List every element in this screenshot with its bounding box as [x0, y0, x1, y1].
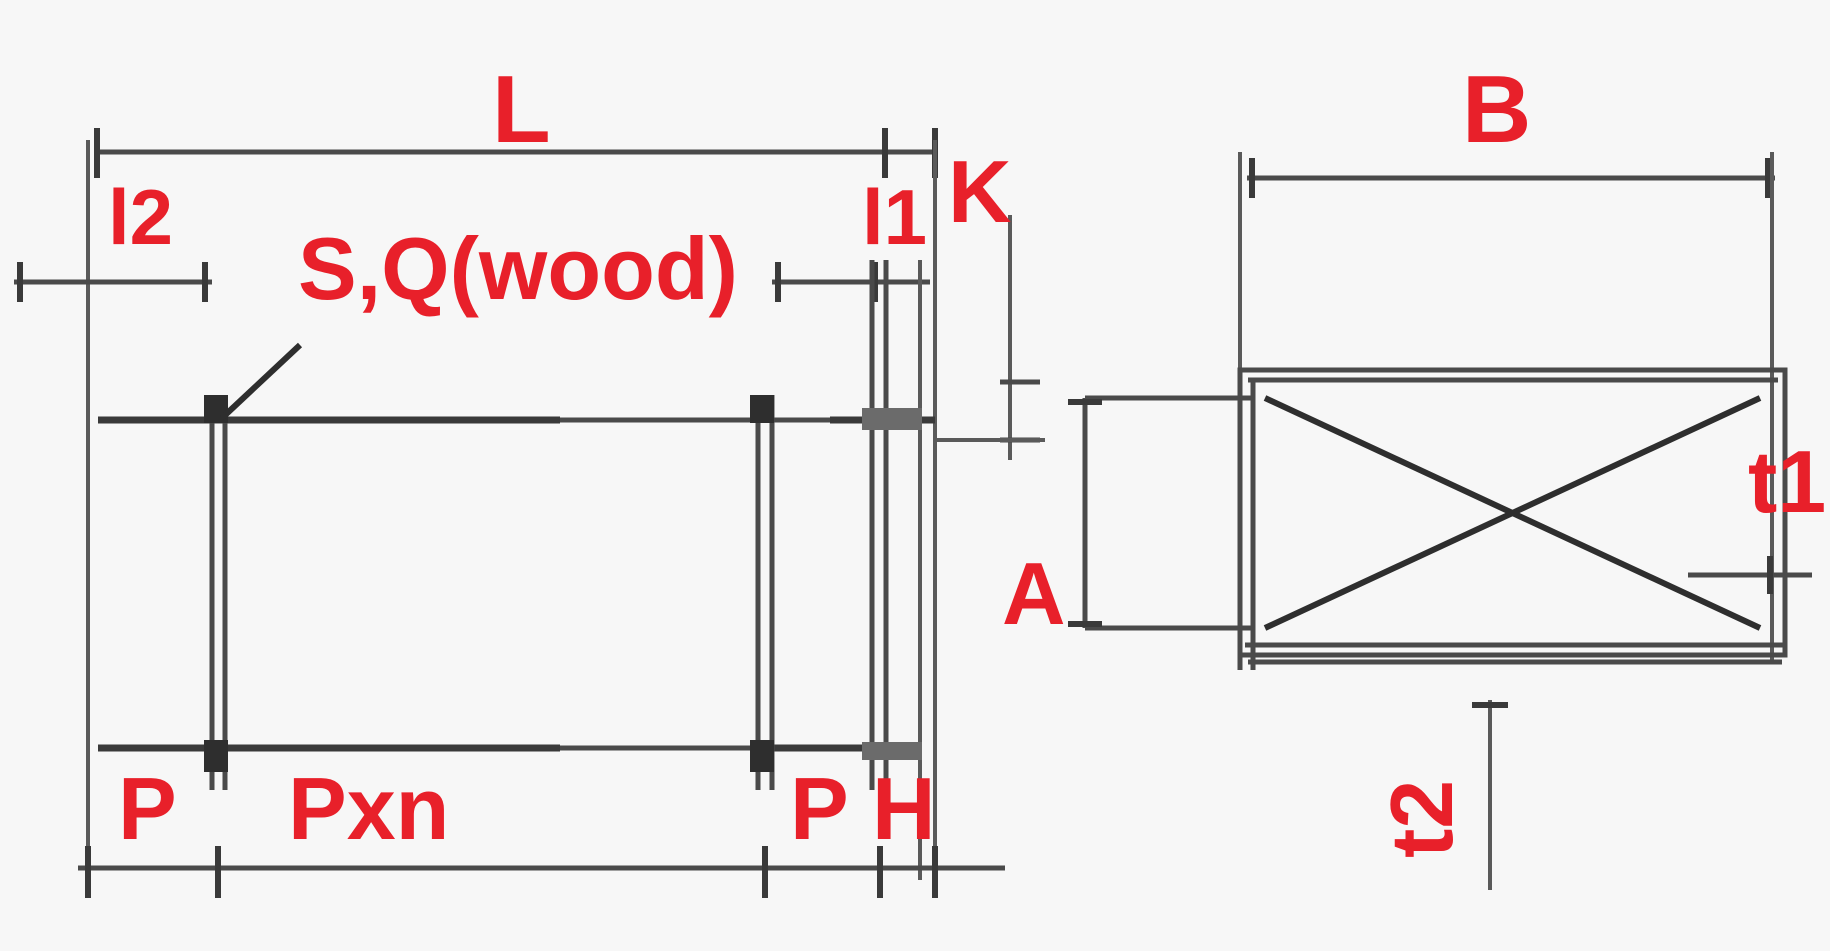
dimension-label-t1: t1	[1748, 432, 1827, 531]
dimension-label-H: H	[872, 759, 936, 858]
dimension-line-B	[1238, 152, 1775, 660]
dimension-label-P-left: P	[118, 759, 177, 858]
dimension-line-l1	[772, 262, 930, 302]
side-elevation-view	[14, 128, 1045, 898]
vertical-posts	[209, 260, 922, 880]
end-elevation-view	[1068, 152, 1812, 890]
dimension-line-t1	[1688, 556, 1812, 594]
end-elevation-bottom-rail	[1245, 642, 1785, 665]
dimension-line-A	[1068, 395, 1255, 631]
material-note-label: S,Q(wood)	[298, 219, 738, 318]
dimension-line-l2	[14, 262, 212, 302]
dimension-label-l1: l1	[862, 173, 928, 261]
dimension-line-t2	[1472, 700, 1508, 890]
dimension-label-Pxn: Pxn	[288, 759, 450, 858]
dimension-label-P-right: P	[790, 759, 849, 858]
end-elevation-body	[1237, 367, 1788, 670]
dimension-label-L: L	[492, 56, 551, 163]
dimension-label-K: K	[948, 142, 1012, 241]
dimension-line-bottom	[78, 846, 1005, 898]
dimension-label-l2: l2	[108, 173, 174, 261]
wood-bearing-blocks	[204, 395, 922, 772]
dimension-label-B: B	[1462, 56, 1532, 163]
dimension-line-K	[935, 215, 1045, 460]
dimension-label-A: A	[1002, 544, 1066, 643]
leader-line-wood	[219, 342, 303, 421]
dimension-label-t2: t2	[1372, 779, 1471, 858]
cross-bracing	[1263, 395, 1762, 631]
